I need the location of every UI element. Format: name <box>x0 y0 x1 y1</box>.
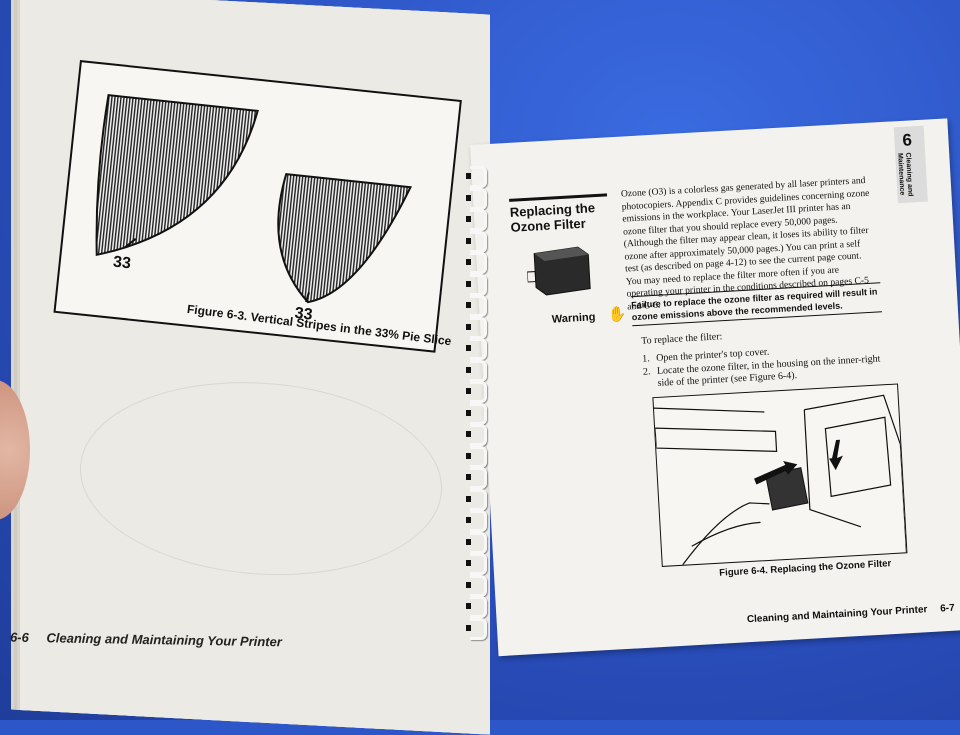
binding-ring <box>466 295 487 317</box>
right-footer-title: Cleaning and Maintaining Your Printer <box>746 604 928 626</box>
binding-hole <box>466 409 471 416</box>
pie-slice-right <box>277 173 413 304</box>
figure-6-4 <box>652 383 908 567</box>
binding-ring <box>466 574 487 597</box>
steps-title: To replace the filter: <box>640 331 723 347</box>
binding-hole <box>466 345 471 351</box>
binding-hole <box>466 474 471 480</box>
steps-list: 1. Open the printer's top cover. 2. Loca… <box>642 340 884 391</box>
binding-ring <box>466 316 487 339</box>
binding-ring <box>466 488 487 511</box>
pie-label-right: 33 <box>294 305 314 324</box>
step-number: 2. <box>642 365 651 378</box>
binding-hole <box>466 366 471 373</box>
chapter-tab-label: Cleaning and Maintenance <box>896 152 914 197</box>
binding-ring <box>466 445 487 468</box>
binding-hole <box>466 452 471 459</box>
binding-ring <box>466 252 487 274</box>
binding-hole <box>466 259 471 265</box>
binding-hole <box>466 581 471 588</box>
binding-ring <box>466 273 487 296</box>
binding-hole <box>466 302 471 308</box>
binding-hole <box>466 538 471 545</box>
binding-ring <box>466 596 487 618</box>
pie-slice-left <box>95 94 259 257</box>
left-page-number: 6-6 <box>9 629 29 645</box>
binding-hole <box>466 624 471 631</box>
hand-warning-icon: ✋ <box>607 305 627 324</box>
binding-ring <box>466 531 487 554</box>
binding-ring <box>466 166 487 188</box>
binding-hole <box>466 280 471 287</box>
binding-ring <box>466 209 487 231</box>
pie-label-left: 33 <box>112 254 132 273</box>
binding-ring <box>466 187 487 210</box>
binding-hole <box>466 517 471 523</box>
binding-hole <box>466 388 471 394</box>
binding-ring <box>466 510 487 532</box>
section-heading: Replacing the Ozone Filter <box>509 200 596 235</box>
right-page: 6 Cleaning and Maintenance Replacing the… <box>470 118 960 657</box>
binding-ring <box>466 424 487 446</box>
left-page: 33 33 Figure 6-3. Vertical Stripes in th… <box>9 0 490 735</box>
chapter-number: 6 <box>901 130 913 150</box>
binding-hole <box>466 323 471 330</box>
binding-ring <box>466 467 487 489</box>
figure-6-3: 33 33 <box>53 60 462 353</box>
binding-ring <box>466 230 487 253</box>
binding-hole <box>466 495 471 502</box>
spiral-binding <box>466 150 496 650</box>
binding-hole <box>466 173 471 179</box>
binding-ring <box>466 338 487 360</box>
binding-ring <box>466 381 487 403</box>
binding-ring <box>466 359 487 382</box>
binding-hole <box>466 216 471 222</box>
show-through-ghost <box>80 373 442 585</box>
binding-hole <box>466 431 471 437</box>
chapter-tab: 6 Cleaning and Maintenance <box>893 125 928 204</box>
pie-slices-illustration: 33 33 <box>95 94 413 324</box>
binding-hole <box>466 603 471 609</box>
binding-hole <box>466 237 471 244</box>
binding-hole <box>466 560 471 566</box>
step-number: 1. <box>641 353 651 365</box>
warning-label: Warning <box>551 311 596 326</box>
right-page-number: 6-7 <box>939 602 955 615</box>
binding-ring <box>466 553 487 575</box>
right-footer: Cleaning and Maintaining Your Printer 6-… <box>747 603 955 626</box>
binding-ring <box>466 402 487 425</box>
binding-hole <box>466 194 471 201</box>
printer-interior-illustration <box>653 394 908 566</box>
ozone-filter-illustration <box>526 246 591 296</box>
binding-ring <box>466 617 487 640</box>
